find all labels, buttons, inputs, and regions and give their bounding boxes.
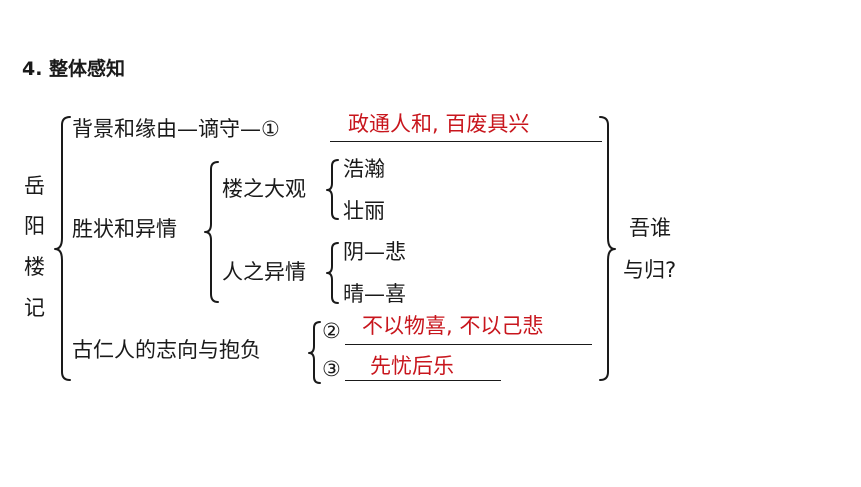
main-left-brace xyxy=(54,116,71,381)
ambition-label: 古仁人的志向与抱负 xyxy=(72,338,261,362)
right-title-line: 吾谁 xyxy=(629,216,671,240)
answer-underline xyxy=(345,344,592,345)
left-title-char: 岳 xyxy=(24,174,45,198)
feeling-label: 人之异情 xyxy=(222,260,306,284)
right-title-line: 与归? xyxy=(623,258,677,282)
feeling-item: 晴—喜 xyxy=(343,282,406,306)
feeling-item: 阴—悲 xyxy=(343,240,406,264)
ambition-marker: ③ xyxy=(322,357,341,381)
feeling-brace xyxy=(326,242,339,304)
section-heading: 4. 整体感知 xyxy=(22,58,126,80)
ambition-marker: ② xyxy=(322,319,341,343)
answer-underline xyxy=(330,141,602,142)
left-title-char: 阳 xyxy=(24,214,45,238)
view-item: 壮丽 xyxy=(343,199,385,223)
view-item: 浩瀚 xyxy=(343,157,385,181)
view-label: 楼之大观 xyxy=(222,177,306,201)
background-answer: 政通人和, 百废具兴 xyxy=(348,112,530,136)
background-label: 背景和缘由—谪守—① xyxy=(72,117,280,141)
ambition-answer: 不以物喜, 不以己悲 xyxy=(362,314,544,338)
main-right-brace xyxy=(599,116,616,381)
ambition-brace xyxy=(308,321,321,384)
left-title-char: 楼 xyxy=(24,255,45,279)
scenery-label: 胜状和异情 xyxy=(72,217,177,241)
scenery-brace xyxy=(204,161,219,303)
answer-underline xyxy=(345,380,501,381)
ambition-answer: 先忧后乐 xyxy=(370,354,454,378)
left-title-char: 记 xyxy=(24,296,45,320)
view-brace xyxy=(326,159,339,220)
